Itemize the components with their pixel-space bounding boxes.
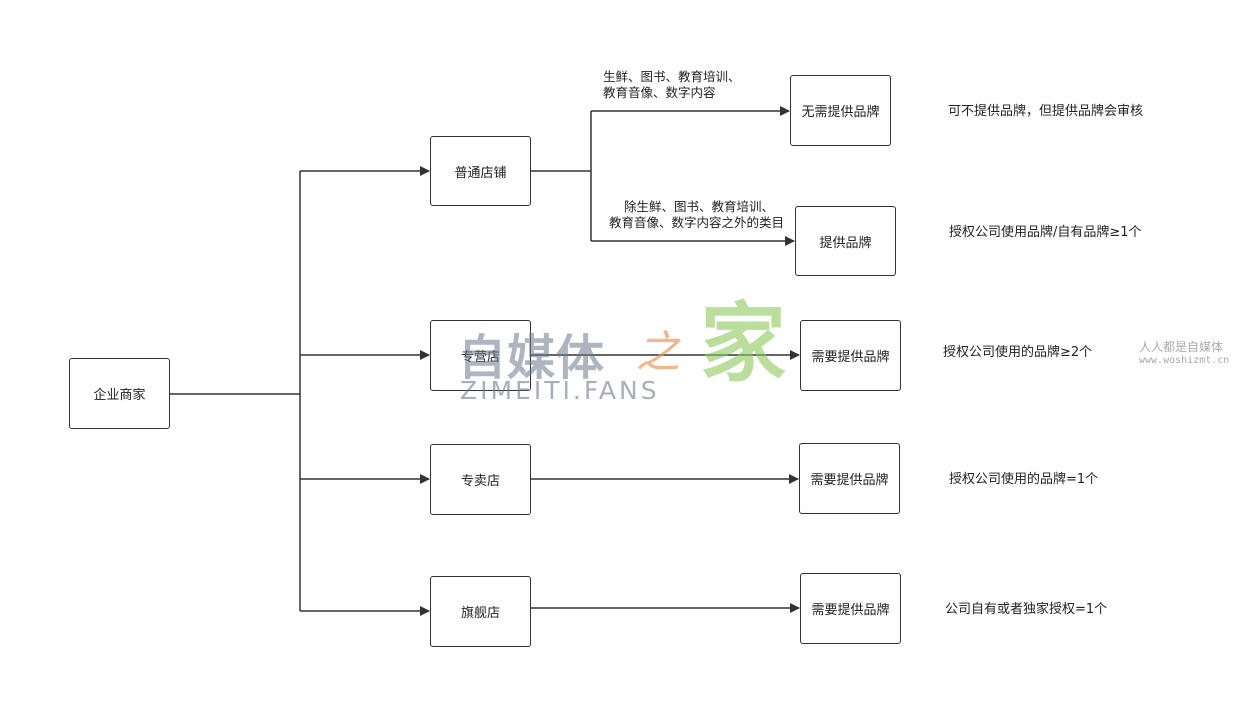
note-no-brand: 可不提供品牌，但提供品牌会审核 [948, 104, 1144, 119]
watermark-corner-line1: 人人都是自媒体 [1139, 340, 1224, 354]
node-need-brand-flagship: 需要提供品牌 [800, 573, 901, 644]
edge-label-category-out-2: 教育音像、数字内容之外的类目 [609, 215, 785, 230]
watermark-logo-jia: 家 [700, 294, 786, 394]
watermark-corner: 人人都是自媒体 www.woshizmt.cn [1139, 340, 1229, 368]
node-need-brand-exclusive: 需要提供品牌 [799, 443, 900, 514]
watermark-logo-text: 自媒体 [458, 330, 606, 386]
node-need-brand-specialty: 需要提供品牌 [800, 320, 901, 391]
edge-label-category-in-1: 生鲜、图书、教育培训、 [603, 69, 741, 84]
node-ordinary-store: 普通店铺 [430, 136, 531, 206]
node-enterprise-merchant: 企业商家 [69, 358, 170, 429]
node-specialty-store: 专营店 [430, 320, 531, 391]
note-flagship: 公司自有或者独家授权=1个 [945, 602, 1108, 617]
node-provide-brand: 提供品牌 [795, 206, 896, 276]
watermark-logo-sub: ZIMEITI.FANS [460, 376, 660, 405]
node-exclusive-store: 专卖店 [430, 444, 531, 515]
note-specialty: 授权公司使用的品牌≥2个 [943, 345, 1093, 360]
node-flagship-store: 旗舰店 [430, 576, 531, 647]
edge-label-category-out-1: 除生鲜、图书、教育培训、 [624, 199, 775, 214]
edge-label-category-in-2: 教育音像、数字内容 [603, 85, 716, 100]
watermark-logo-zhi: 之 [636, 327, 680, 378]
note-exclusive: 授权公司使用的品牌=1个 [949, 472, 1099, 487]
node-no-brand-required: 无需提供品牌 [790, 75, 891, 146]
watermark-corner-url: www.woshizmt.cn [1139, 355, 1230, 366]
note-provide-brand: 授权公司使用品牌/自有品牌≥1个 [949, 225, 1142, 240]
